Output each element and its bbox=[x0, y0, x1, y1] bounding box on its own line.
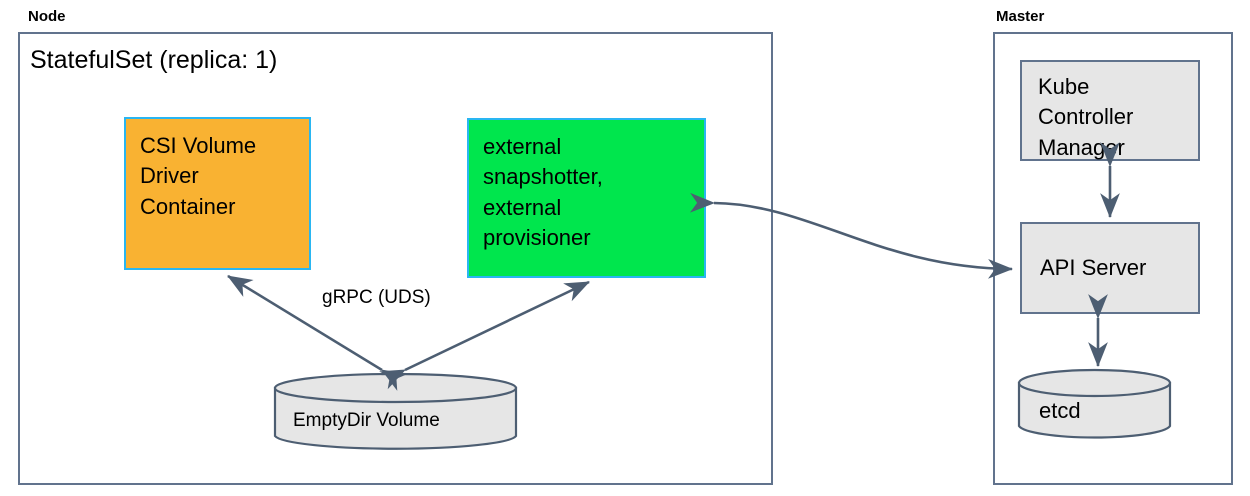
emptydir-volume-cylinder[interactable]: EmptyDir Volume bbox=[273, 372, 518, 452]
etcd-shape bbox=[1017, 368, 1172, 439]
emptydir-volume-label: EmptyDir Volume bbox=[293, 410, 440, 431]
csi-volume-driver-container-box[interactable]: CSI Volume Driver Container bbox=[124, 117, 311, 270]
kube-controller-manager-box[interactable]: Kube Controller Manager bbox=[1020, 60, 1200, 161]
master-group-label: Master bbox=[996, 8, 1045, 25]
node-group-label: Node bbox=[28, 8, 66, 25]
external-sidecars-box[interactable]: external snapshotter, external provision… bbox=[467, 118, 706, 278]
etcd-cylinder[interactable]: etcd bbox=[1017, 368, 1172, 441]
grpc-uds-edge-label: gRPC (UDS) bbox=[322, 287, 431, 308]
statefulset-title: StatefulSet (replica: 1) bbox=[30, 46, 278, 74]
etcd-label: etcd bbox=[1039, 398, 1081, 423]
api-server-box[interactable]: API Server bbox=[1020, 222, 1200, 314]
